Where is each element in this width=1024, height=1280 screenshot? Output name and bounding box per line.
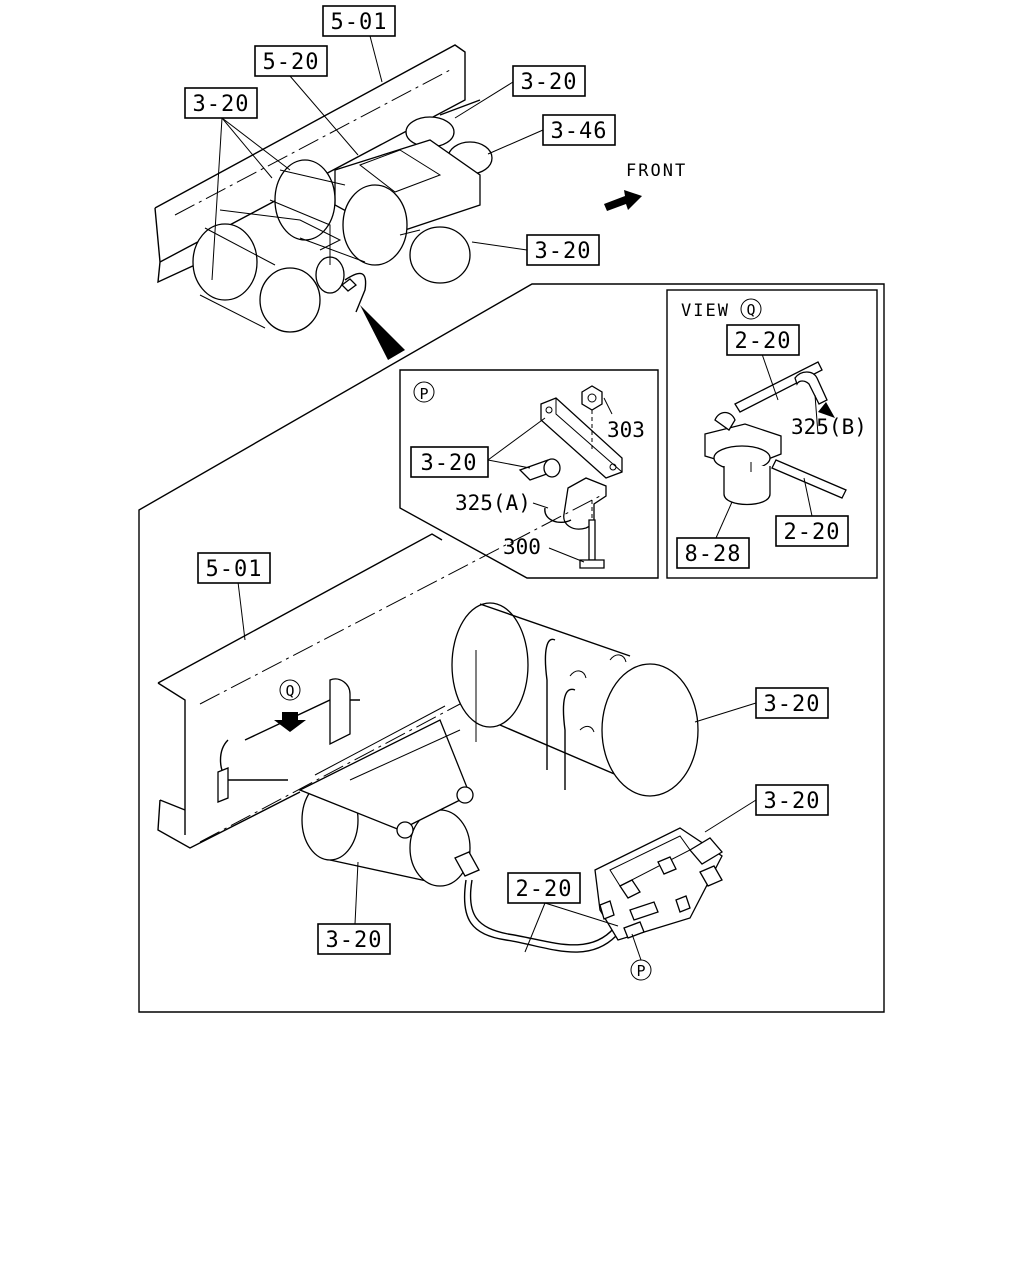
view-q-panel: VIEW Q [666,289,878,579]
ref-label: 3-20 [521,70,578,95]
ref-5-20-top[interactable]: 5-20 [254,45,328,77]
ref-3-20-top-right[interactable]: 3-20 [512,65,586,97]
ref-label: 5-01 [331,10,388,35]
overview-illustration [154,44,642,360]
ref-3-46-top[interactable]: 3-46 [542,114,616,146]
ref-3-20-detail-p[interactable]: 3-20 [410,446,489,478]
part-number-325a: 325(A) [455,491,531,515]
ref-2-20-view-q-top[interactable]: 2-20 [726,324,800,356]
ref-3-20-main-big-tank[interactable]: 3-20 [755,687,829,719]
ref-2-20-main-pipe[interactable]: 2-20 [507,872,581,904]
part-number-303: 303 [607,418,645,442]
ref-5-01-main[interactable]: 5-01 [197,552,271,584]
overview-leaders [211,35,544,281]
ref-label: 3-20 [764,789,821,814]
ref-5-01-top[interactable]: 5-01 [322,5,396,37]
view-q-marker: Q [746,301,755,319]
view-q-title: VIEW [681,301,730,321]
detail-p-marker: P [419,385,428,403]
detail-p-location-marker: P [636,962,645,980]
main-illustration: Q P [157,495,757,981]
ref-3-20-top-lower[interactable]: 3-20 [526,234,600,266]
ref-3-20-main-small-tank[interactable]: 3-20 [317,923,391,955]
view-q-arrow-marker: Q [285,682,294,700]
ref-label: 3-20 [193,92,250,117]
ref-label: 5-20 [263,50,320,75]
ref-8-28-view-q[interactable]: 8-28 [676,537,750,569]
ref-2-20-view-q-bottom[interactable]: 2-20 [775,515,849,547]
front-label: FRONT [626,161,687,181]
ref-label: 3-20 [326,928,383,953]
ref-label: 2-20 [735,329,792,354]
ref-3-20-top-left[interactable]: 3-20 [184,87,258,119]
detail-outline [138,283,885,1013]
ref-label: 2-20 [516,877,573,902]
ref-label: 5-01 [206,557,263,582]
ref-label: 3-20 [764,692,821,717]
ref-label: 2-20 [784,520,841,545]
part-number-300: 300 [503,535,541,559]
ref-label: 8-28 [685,542,742,567]
ref-label: 3-20 [421,451,478,476]
part-number-325b: 325(B) [791,415,867,439]
ref-label: 3-46 [551,119,608,144]
ref-3-20-main-valve[interactable]: 3-20 [755,784,829,816]
ref-label: 3-20 [535,239,592,264]
